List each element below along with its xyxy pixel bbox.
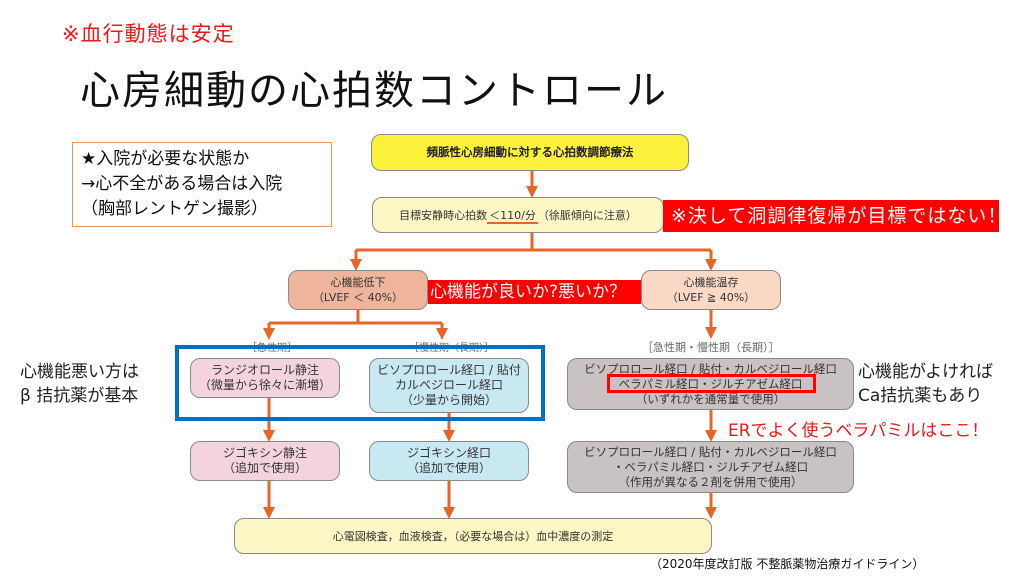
- beta-blocker-highlight-frame: [175, 345, 545, 421]
- right-annotation-line: Ca拮抗薬もあり: [858, 386, 983, 406]
- cardiac-function-question-banner: 心機能が良いか?悪いか？: [428, 280, 641, 304]
- digoxin-iv-line2: （追加で使用）: [222, 461, 307, 475]
- landiolol-line2: （微量から徐々に漸増）: [198, 378, 331, 392]
- monitoring-text: 心電図検査，血液検査，（必要な場合は）血中濃度の測定: [332, 529, 614, 543]
- source-citation: （2020年度改訂版 不整脈薬物治療ガイドライン）: [650, 557, 925, 571]
- bisoprolol-line2: カルベジロール経口: [394, 378, 503, 392]
- not-sinus-rhythm-goal-banner: ※決して洞調律復帰が目標ではない！: [663, 200, 1006, 232]
- reduced-function-box: 心機能低下 （LVEF ＜ 40%）: [288, 270, 428, 310]
- combination-line3: （作用が異なる２剤を併用で使用）: [618, 474, 803, 489]
- note-line: （胸部レントゲン撮影）: [81, 199, 268, 219]
- left-annotation: 心機能悪い方は β 拮抗薬が基本: [20, 360, 139, 408]
- note-line: ★入院が必要な状態か: [81, 149, 250, 169]
- admission-note-box: ★入院が必要な状態か →心不全がある場合は入院 （胸部レントゲン撮影）: [72, 142, 332, 227]
- digoxin-iv-box: ジゴキシン静注 （追加で使用）: [190, 441, 340, 481]
- flowchart-title: 頻脈性心房細動に対する心拍数調節療法: [426, 145, 634, 159]
- combination-line2: ・ベラパミル経口・ジルチアゼム経口: [612, 459, 809, 474]
- note-line: →心不全がある場合は入院: [81, 174, 283, 194]
- landiolol-box: ランジオロール静注 （微量から徐々に漸増）: [190, 358, 340, 398]
- ca-blocker-highlight-frame: [607, 374, 816, 393]
- phase-label-both: ［急性期・慢性期（長期）］: [642, 341, 780, 354]
- bisoprolol-line1: ビソプロロール経口 / 貼付: [377, 363, 521, 377]
- preserved-function-box: 心機能温存 （LVEF ≧ 40%）: [641, 270, 781, 310]
- preserved-drugs-line2: ベラパミル経口・ジルチアゼム経口: [618, 376, 803, 391]
- landiolol-line1: ランジオロール静注: [210, 363, 319, 377]
- right-annotation: 心機能がよければ Ca拮抗薬もあり: [858, 360, 993, 408]
- preserved-drugs-line3: （いずれかを通常量で使用）: [635, 391, 786, 406]
- reduced-function-sub: （LVEF ＜ 40%）: [312, 291, 404, 304]
- target-prefix: 目標安静時心拍数: [399, 208, 488, 222]
- target-heart-rate-box: 目標安静時心拍数＜110/分（徐脈傾向に注意）: [372, 197, 664, 233]
- digoxin-oral-box: ジゴキシン経口 （追加で使用）: [369, 441, 529, 481]
- digoxin-oral-line1: ジゴキシン経口: [406, 446, 491, 460]
- preserved-drugs-line1: ビソプロロール経口 / 貼付・カルベジロール経口: [584, 361, 837, 376]
- digoxin-iv-line1: ジゴキシン静注: [222, 446, 307, 460]
- page-title: 心房細動の心拍数コントロール: [80, 68, 668, 114]
- left-annotation-line: 心機能悪い方は: [20, 362, 139, 382]
- er-verapamil-note: ERでよく使うベラパミルはここ！: [728, 421, 989, 441]
- right-annotation-line: 心機能がよければ: [858, 362, 994, 382]
- combination-drugs-box: ビソプロロール経口 / 貼付・カルベジロール経口 ・ベラパミル経口・ジルチアゼム…: [567, 441, 854, 493]
- preserved-function-sub: （LVEF ≧ 40%）: [666, 291, 756, 304]
- bisoprolol-carvedilol-box: ビソプロロール経口 / 貼付 カルベジロール経口 （少量から開始）: [369, 358, 529, 413]
- hemodynamic-stable-note: ※血行動態は安定: [62, 22, 235, 46]
- left-annotation-line: β 拮抗薬が基本: [20, 386, 139, 406]
- preserved-function-label: 心機能温存: [683, 276, 739, 289]
- target-suffix: （徐脈傾向に注意）: [537, 208, 637, 222]
- flowchart-title-box: 頻脈性心房細動に対する心拍数調節療法: [371, 134, 689, 171]
- preserved-drugs-box: ビソプロロール経口 / 貼付・カルベジロール経口 ベラパミル経口・ジルチアゼム経…: [567, 358, 854, 410]
- combination-line1: ビソプロロール経口 / 貼付・カルベジロール経口: [584, 444, 837, 459]
- reduced-function-label: 心機能低下: [330, 276, 386, 289]
- digoxin-oral-line2: （追加で使用）: [406, 461, 491, 475]
- monitoring-box: 心電図検査，血液検査，（必要な場合は）血中濃度の測定: [234, 518, 712, 554]
- target-value: ＜110/分: [487, 208, 538, 224]
- bisoprolol-line3: （少量から開始）: [400, 393, 497, 407]
